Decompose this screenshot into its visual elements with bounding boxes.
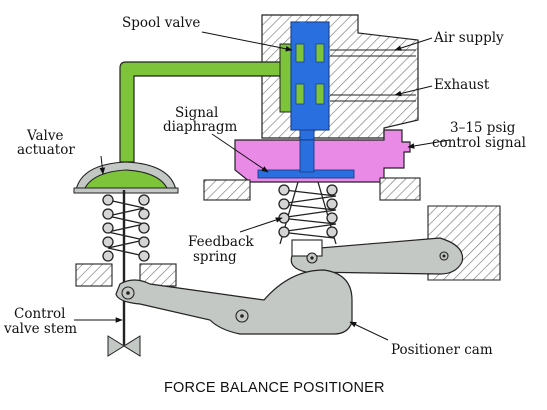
control-valve-stem bbox=[75, 190, 177, 357]
left-support-block bbox=[203, 179, 251, 201]
label-air-supply: Air supply bbox=[433, 30, 504, 46]
feedback-lever bbox=[290, 237, 464, 275]
label-signal-diaphragm-1: Signal bbox=[175, 105, 218, 121]
diagram-caption: FORCE BALANCE POSITIONER bbox=[164, 380, 385, 396]
right-support-block bbox=[379, 177, 421, 201]
signal-diaphragm-housing bbox=[234, 129, 411, 183]
leader-arrows bbox=[74, 31, 451, 341]
valve-actuator bbox=[73, 161, 179, 194]
label-valve-actuator-2: actuator bbox=[17, 142, 75, 158]
label-positioner-cam: Positioner cam bbox=[391, 342, 493, 358]
label-control-valve-stem-2: valve stem bbox=[3, 321, 77, 337]
label-control-valve-stem-1: Control bbox=[14, 306, 65, 322]
actuator-spring bbox=[102, 194, 150, 262]
label-exhaust: Exhaust bbox=[434, 77, 490, 93]
label-feedback-spring-2: spring bbox=[193, 249, 237, 265]
label-spool-valve: Spool valve bbox=[122, 15, 200, 31]
label-feedback-spring-1: Feedback bbox=[188, 234, 255, 250]
label-signal-diaphragm-2: diaphragm bbox=[163, 119, 237, 135]
label-control-signal-2: control signal bbox=[432, 135, 526, 151]
feedback-spring bbox=[278, 181, 338, 245]
label-control-signal-1: 3–15 psig bbox=[450, 120, 516, 136]
label-valve-actuator-1: Valve bbox=[26, 128, 64, 144]
